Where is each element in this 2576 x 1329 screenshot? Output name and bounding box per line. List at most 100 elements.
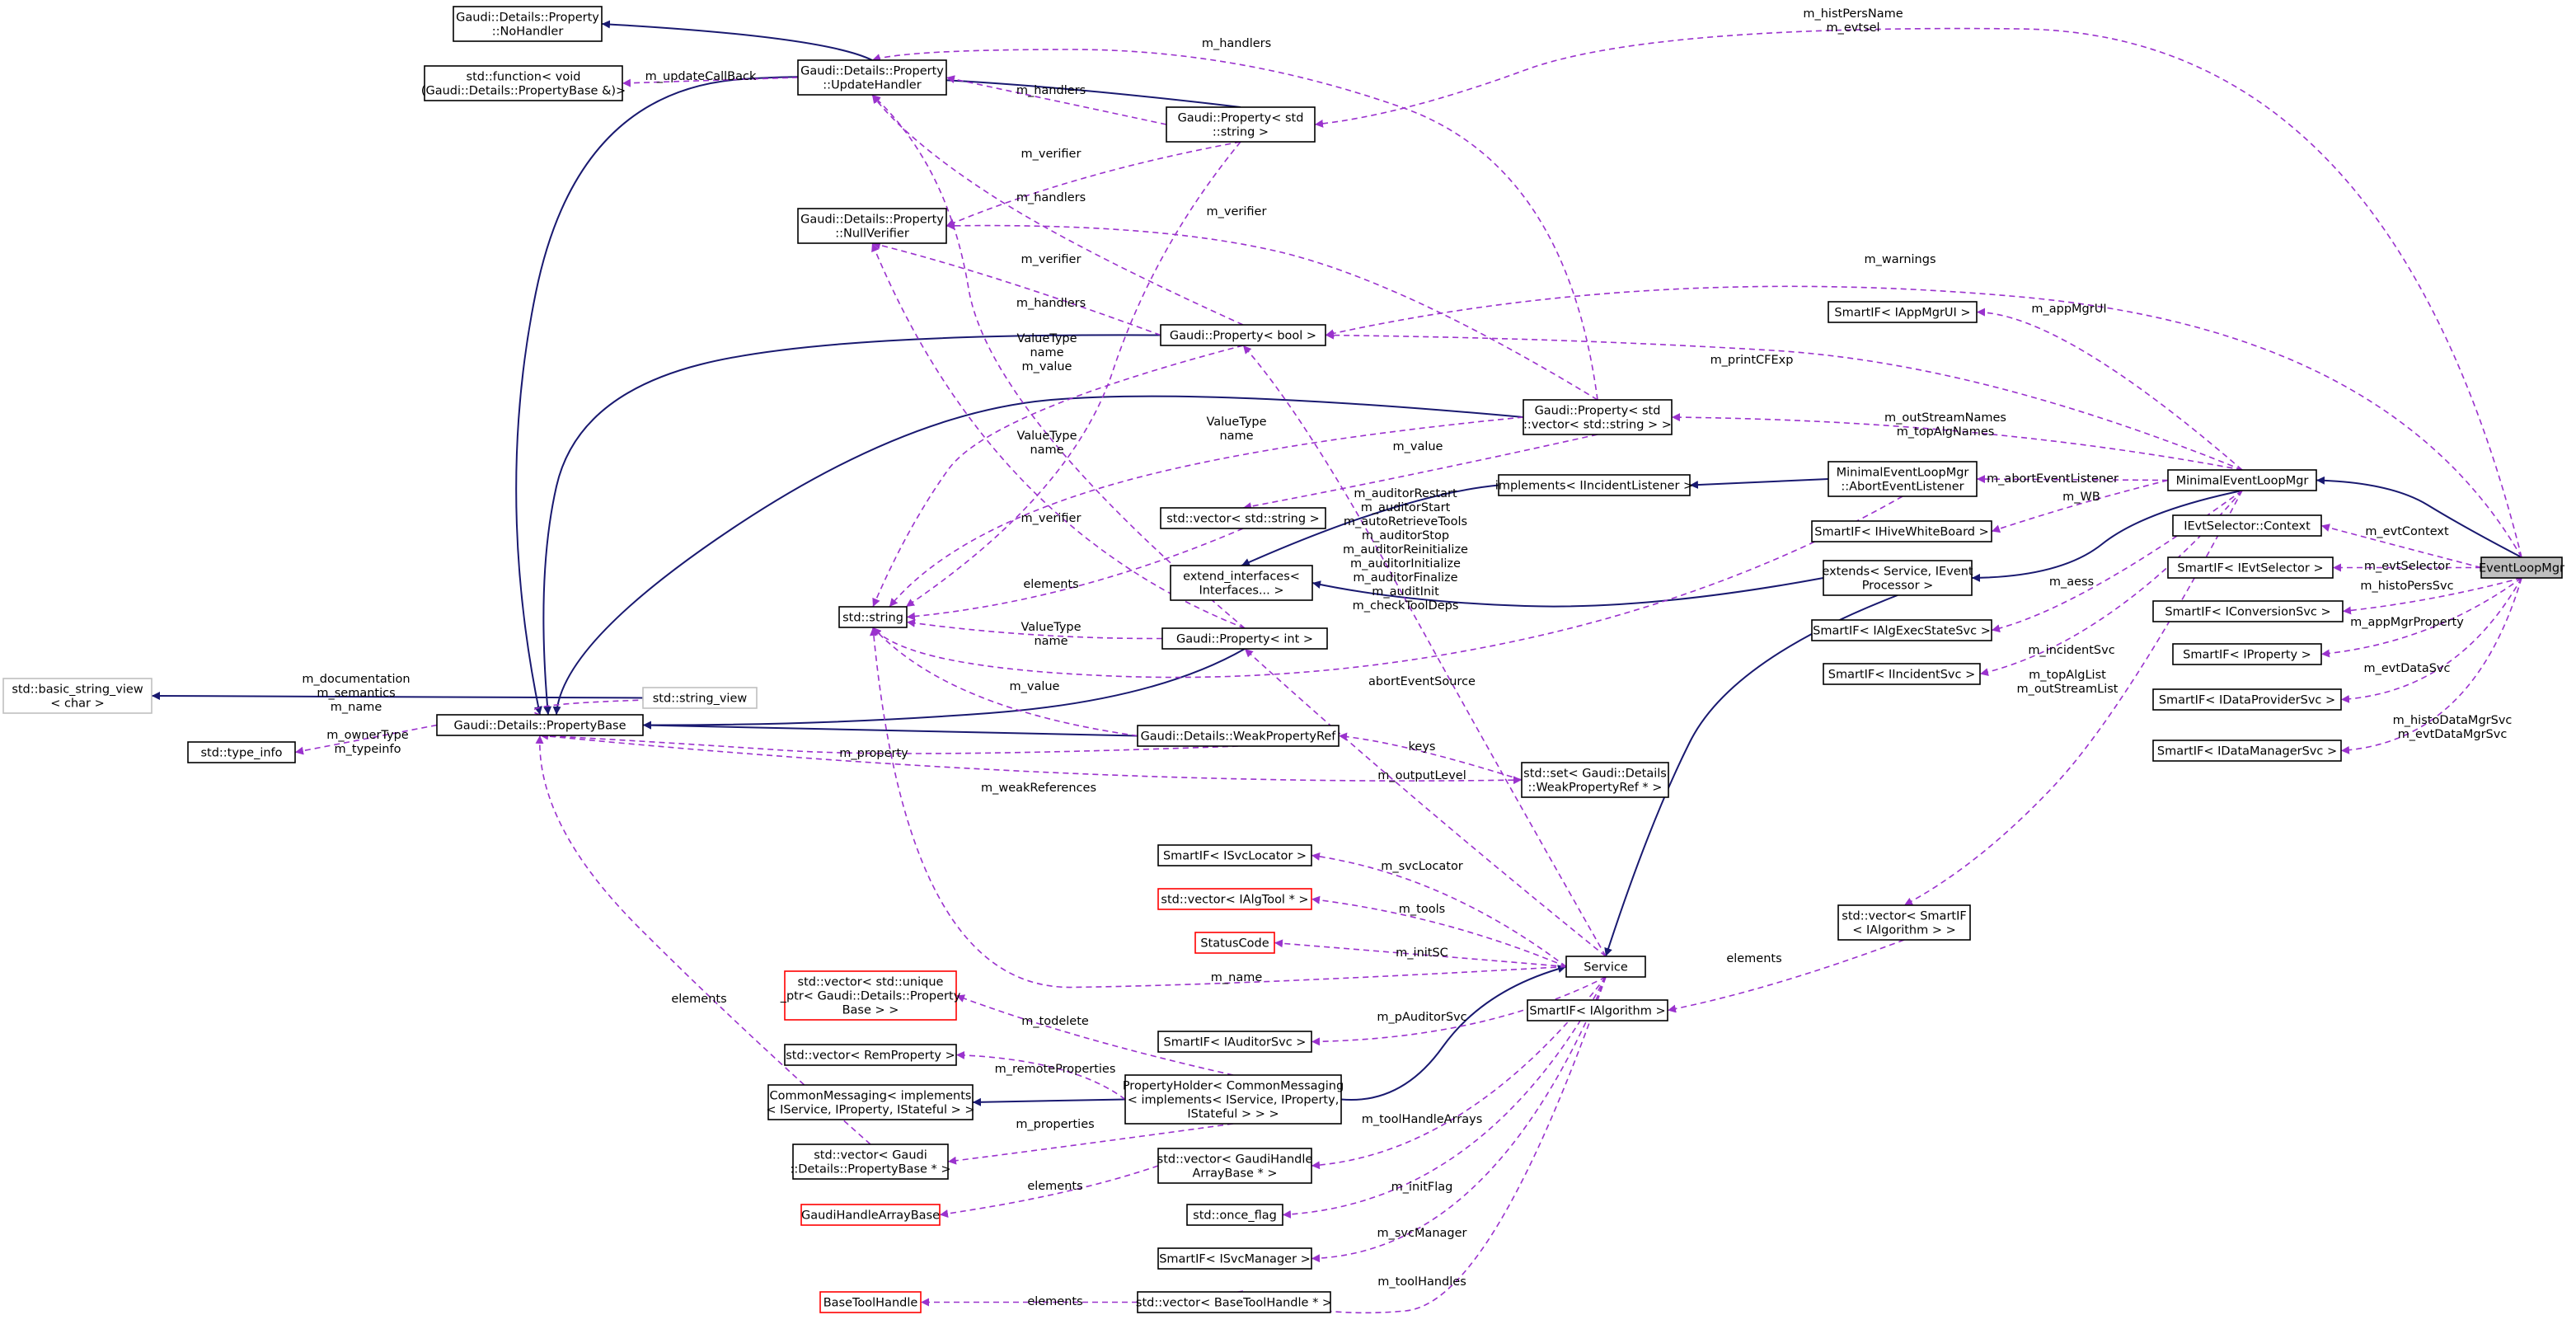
node-smart-incident-svc[interactable]: SmartIF< IIncidentSvc > [1823, 663, 1981, 685]
node-box [1828, 301, 1978, 323]
node-smart-algorithm[interactable]: SmartIF< IAlgorithm > [1527, 999, 1668, 1021]
node-type-info[interactable]: std::type_info [187, 741, 296, 763]
usage-edge [1242, 345, 1607, 957]
usage-edge [871, 94, 1246, 629]
node-label: IEvtSelector::Context [2184, 520, 2311, 533]
node-common-messaging[interactable]: CommonMessaging< implements< IService, I… [766, 1084, 975, 1120]
node-label: std::once_flag [1193, 1209, 1277, 1223]
node-vec-rem-property[interactable]: std::vector< RemProperty > [784, 1044, 957, 1066]
edge-label-p-auditor-svc: m_pAuditorSvc [1377, 1011, 1466, 1024]
node-label: StatusCode [1200, 937, 1269, 951]
node-smart-iproperty[interactable]: SmartIF< IProperty > [2172, 643, 2322, 665]
inheritance-edge [601, 20, 873, 61]
node-box [1137, 1291, 1331, 1313]
node-std-function[interactable]: std::function< void(Gaudi::Details::Prop… [421, 65, 626, 101]
node-base-tool-handle[interactable]: BaseToolHandle [819, 1291, 922, 1313]
node-service[interactable]: Service [1565, 956, 1646, 978]
node-smart-app-mgr-ui[interactable]: SmartIF< IAppMgrUI > [1828, 301, 1978, 323]
usage-edge [947, 1123, 1234, 1165]
node-smart-evt-selector[interactable]: SmartIF< IEvtSelector > [2167, 556, 2334, 579]
node-std-string[interactable]: std::string [838, 606, 908, 628]
node-box [2, 678, 152, 714]
inheritance-edge [552, 395, 1524, 716]
node-label: GaudiHandleArrayBase [801, 1209, 940, 1223]
node-event-loop-mgr[interactable]: EventLoopMgr [2479, 556, 2564, 579]
edge-label-svc-locator: m_svcLocator [1381, 860, 1463, 873]
node-smart-alg-exec-state[interactable]: SmartIF< IAlgExecStateSvc > [1811, 619, 1992, 641]
edge-label-verifier-ps: m_verifier [1021, 148, 1082, 161]
node-weak-property-ref[interactable]: Gaudi::Details::WeakPropertyRef [1137, 725, 1340, 747]
node-box [1823, 663, 1981, 685]
node-label: SmartIF< ISvcManager > [1159, 1253, 1311, 1266]
node-prop-string[interactable]: Gaudi::Property< std::string > [1166, 106, 1316, 143]
node-status-code[interactable]: StatusCode [1194, 932, 1275, 954]
edge-label-remote-properties: m_remoteProperties [995, 1063, 1116, 1076]
usage-edge [294, 724, 438, 755]
edge-label-verifier-pv: m_verifier [1207, 205, 1267, 218]
node-gaudi-handle-array-base[interactable]: GaudiHandleArrayBase [800, 1204, 941, 1226]
node-label: Gaudi::Details::Property::UpdateHandler [800, 65, 944, 92]
node-once-flag[interactable]: std::once_flag [1186, 1204, 1283, 1226]
edge-label-verifier-pi: m_verifier [1021, 512, 1082, 525]
node-property-base[interactable]: Gaudi::Details::PropertyBase [436, 714, 644, 736]
node-prop-vec-string[interactable]: Gaudi::Property< std::vector< std::strin… [1523, 399, 1673, 435]
node-basic-string-view[interactable]: std::basic_string_view< char > [2, 678, 152, 714]
node-no-handler[interactable]: Gaudi::Details::Property::NoHandler [453, 6, 603, 42]
node-set-weak-ref[interactable]: std::set< Gaudi::Details::WeakPropertyRe… [1521, 762, 1669, 798]
edge-label-init-flag: m_initFlag [1391, 1181, 1453, 1194]
edge-label-evt-data-svc: m_evtDataSvc [2364, 662, 2451, 675]
node-extend-interfaces[interactable]: extend_interfaces<Interfaces... > [1170, 565, 1313, 601]
node-null-verifier[interactable]: Gaudi::Details::Property::NullVerifier [797, 208, 947, 244]
usage-edge [871, 242, 1246, 629]
node-evt-selector-context[interactable]: IEvtSelector::Context [2172, 514, 2322, 537]
node-label: std::function< void(Gaudi::Details::Prop… [421, 71, 626, 98]
node-minimal-event-loop-mgr[interactable]: MinimalEventLoopMgr [2167, 469, 2317, 491]
node-box [2152, 740, 2342, 762]
node-smart-data-manager[interactable]: SmartIF< IDataManagerSvc > [2152, 740, 2342, 762]
node-smart-svc-manager[interactable]: SmartIF< ISvcManager > [1157, 1247, 1312, 1270]
node-box [2167, 469, 2317, 491]
node-prop-int[interactable]: Gaudi::Property< int > [1161, 627, 1328, 650]
node-label: SmartIF< IAppMgrUI > [1834, 307, 1970, 320]
usage-edge [2340, 577, 2522, 754]
node-vec-smart-algorithm[interactable]: std::vector< SmartIF< IAlgorithm > > [1837, 904, 1971, 941]
node-box [2172, 643, 2322, 665]
node-string-view[interactable]: std::string_view [642, 687, 758, 709]
node-property-holder[interactable]: PropertyHolder< CommonMessaging< impleme… [1123, 1074, 1344, 1125]
edge-label-output-level: m_outputLevel [1377, 769, 1466, 782]
node-label: SmartIF< IAlgExecStateSvc > [1813, 625, 1991, 638]
node-update-handler[interactable]: Gaudi::Details::Property::UpdateHandler [797, 59, 947, 96]
node-label: std::set< Gaudi::Details::WeakPropertyRe… [1523, 768, 1667, 795]
node-smart-conversion-svc[interactable]: SmartIF< IConversionSvc > [2152, 600, 2344, 622]
usage-edge [1311, 976, 1607, 1170]
node-vec-unique-ptr[interactable]: std::vector< std::unique_ptr< Gaudi::Det… [780, 970, 961, 1021]
usage-edge [905, 141, 1241, 608]
node-abort-event-listener[interactable]: MinimalEventLoopMgr::AbortEventListener [1828, 461, 1978, 497]
node-vec-property-base[interactable]: std::vector< Gaudi::Details::PropertyBas… [790, 1144, 951, 1180]
usage-edge [2340, 577, 2522, 703]
node-box [1157, 888, 1312, 910]
node-vec-std-string[interactable]: std::vector< std::string > [1160, 507, 1326, 529]
node-impl-incident-listener[interactable]: implements< IIncidentListener > [1495, 474, 1693, 496]
node-smart-svc-locator[interactable]: SmartIF< ISvcLocator > [1157, 844, 1312, 866]
edge-label-app-mgr-ui: m_appMgrUI [2031, 303, 2106, 316]
usage-edge [539, 735, 1523, 785]
usage-edge [1244, 648, 1607, 957]
inheritance-edge [1689, 478, 1829, 489]
node-box [1137, 725, 1340, 747]
node-vec-alg-tool[interactable]: std::vector< IAlgTool * > [1157, 888, 1312, 910]
node-vec-base-tool-handle[interactable]: std::vector< BaseToolHandle * > [1136, 1291, 1332, 1313]
node-smart-hive-wb[interactable]: SmartIF< IHiveWhiteBoard > [1811, 520, 1992, 542]
edge-label-todelete: m_todelete [1021, 1015, 1089, 1028]
inheritance-edge [1241, 484, 1499, 566]
node-prop-bool[interactable]: Gaudi::Property< bool > [1160, 324, 1326, 346]
node-label: std::basic_string_view< char > [12, 683, 143, 711]
node-smart-data-provider[interactable]: SmartIF< IDataProviderSvc > [2152, 688, 2342, 711]
node-smart-auditor-svc[interactable]: SmartIF< IAuditorSvc > [1157, 1031, 1312, 1053]
node-box [436, 714, 644, 736]
node-box [797, 208, 947, 244]
